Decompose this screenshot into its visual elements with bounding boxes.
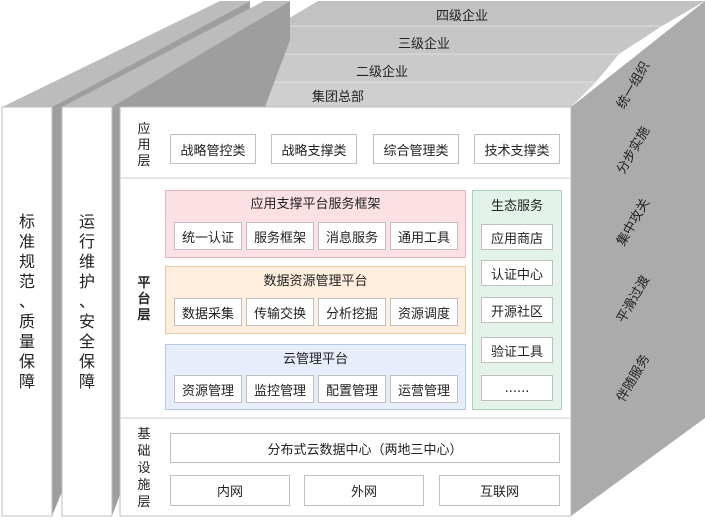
support-framework-title: 应用支撑平台服务框架 — [250, 197, 381, 212]
app-item-integrated-management: 综合管理类 — [373, 134, 459, 164]
tier-hq-label: 集团总部 — [312, 90, 365, 105]
app-item-strategic-support: 战略支撑类 — [271, 134, 357, 164]
tier-level4-face — [276, 1, 705, 26]
tier-level4-label: 四级企业 — [436, 9, 489, 24]
eco-services-title: 生态服务 — [490, 199, 543, 214]
network-internet: 互联网 — [439, 475, 560, 506]
data-item-collection: 数据采集 — [174, 298, 242, 326]
cloud-management-title: 云管理平台 — [282, 352, 348, 367]
cloud-item-operations: 运营管理 — [390, 375, 458, 403]
tier-level2-face — [190, 54, 619, 82]
eco-item-verification-tools: 验证工具 — [481, 337, 553, 363]
cloud-item-resource: 资源管理 — [174, 375, 242, 403]
data-resource-title: 数据资源管理平台 — [263, 274, 368, 289]
app-layer-label: 应用层 — [137, 122, 151, 169]
left-panel-2-face — [61, 106, 113, 517]
left-panel-1-top — [2, 1, 250, 107]
app-item-tech-support: 技术支撑类 — [474, 134, 560, 164]
support-item-auth: 统一认证 — [174, 222, 242, 250]
tier-level2-label: 二级企业 — [356, 65, 409, 80]
network-extranet: 外网 — [304, 475, 424, 506]
left-panel-1-face — [1, 106, 53, 517]
eco-item-open-source: 开源社区 — [481, 297, 553, 323]
cloud-item-configuration: 配置管理 — [318, 375, 386, 403]
infra-layer-label: 基础设施层 — [137, 426, 151, 510]
cloud-item-monitoring: 监控管理 — [246, 375, 314, 403]
data-item-exchange: 传输交换 — [246, 298, 314, 326]
tier-level3-label: 三级企业 — [398, 37, 451, 52]
support-item-messaging: 消息服务 — [318, 222, 386, 250]
support-item-tools: 通用工具 — [390, 222, 458, 250]
distributed-cloud-datacenter: 分布式云数据中心（两地三中心） — [170, 433, 560, 463]
platform-layer-label: 平台层 — [137, 276, 151, 323]
network-intranet: 内网 — [170, 475, 290, 506]
eco-item-cert-center: 认证中心 — [481, 260, 553, 286]
main-block-side — [571, 1, 705, 516]
standards-quality-label: 标准规范、质量保障 — [18, 212, 35, 391]
app-item-strategic-control: 战略管控类 — [170, 134, 256, 164]
operations-security-label: 运行维护、安全保障 — [78, 212, 95, 391]
eco-item-more: ...... — [481, 375, 553, 401]
data-item-scheduling: 资源调度 — [390, 298, 458, 326]
tier-level3-face — [234, 26, 662, 54]
support-item-framework: 服务框架 — [246, 222, 314, 250]
left-panel-2-top — [62, 1, 290, 107]
eco-item-app-store: 应用商店 — [481, 224, 553, 250]
data-item-mining: 分析挖掘 — [318, 298, 386, 326]
